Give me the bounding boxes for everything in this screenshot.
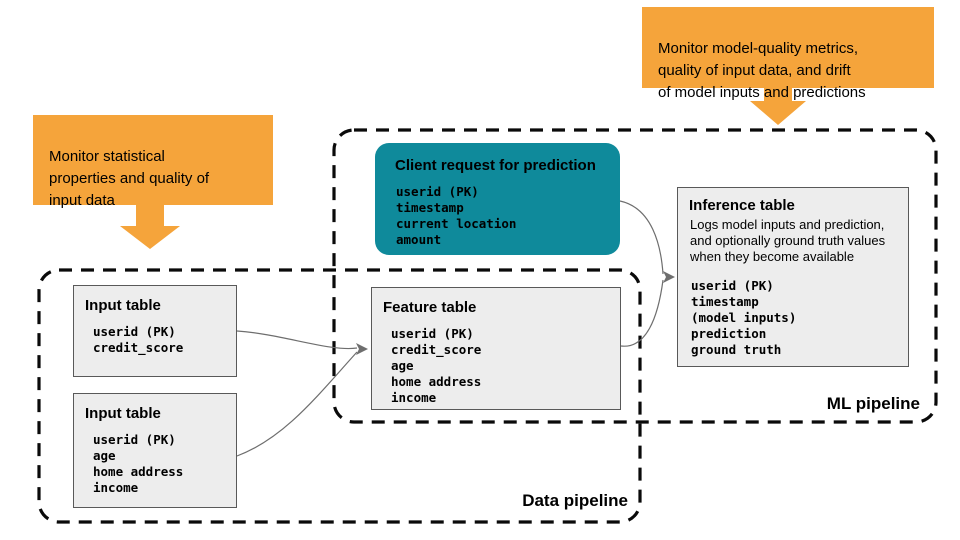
ml-monitor-arrow-icon <box>750 86 806 125</box>
node-input-table-2: Input table userid (PK) age home address… <box>73 393 237 508</box>
client-request-title: Client request for prediction <box>395 157 596 174</box>
feature-table-fields: userid (PK) credit_score age home addres… <box>391 326 482 405</box>
input-table-1-title: Input table <box>85 297 161 314</box>
ml-pipeline-boundary <box>332 128 938 424</box>
node-client-request: Client request for prediction userid (PK… <box>375 143 620 255</box>
connector-feature-to-inference <box>620 279 664 347</box>
node-inference-table: Inference table Logs model inputs and pr… <box>677 187 909 367</box>
ml-pipeline-label: ML pipeline <box>826 394 920 413</box>
inference-table-title: Inference table <box>689 197 795 214</box>
input-table-1-fields: userid (PK) credit_score <box>93 324 184 355</box>
inference-table-fields: userid (PK) timestamp (model inputs) pre… <box>691 278 797 357</box>
arrowhead-feature-icon <box>356 343 368 355</box>
input-table-2-fields: userid (PK) age home address income <box>93 432 184 495</box>
node-input-table-1: Input table userid (PK) credit_score <box>73 285 237 377</box>
connector-input1-to-feature <box>236 330 358 350</box>
arrowhead-inference-icon <box>663 271 675 283</box>
data-monitor-arrow-icon <box>120 203 180 249</box>
input-table-2-title: Input table <box>85 405 161 422</box>
callout-data-monitor: Monitor statistical properties and quali… <box>33 115 273 209</box>
inference-table-description: Logs model inputs and prediction, and op… <box>690 217 886 264</box>
client-request-fields: userid (PK) timestamp current location a… <box>396 184 517 247</box>
connector-client-to-inference <box>619 200 664 275</box>
connector-input2-to-feature <box>236 351 358 457</box>
callout-ml-monitor-text: Monitor model-quality metrics, quality o… <box>658 40 866 101</box>
data-pipeline-label: Data pipeline <box>522 491 628 510</box>
feature-table-title: Feature table <box>383 299 477 316</box>
callout-data-monitor-text: Monitor statistical properties and quali… <box>49 148 210 209</box>
callout-ml-monitor: Monitor model-quality metrics, quality o… <box>642 7 934 101</box>
node-feature-table: Feature table userid (PK) credit_score a… <box>371 287 621 410</box>
